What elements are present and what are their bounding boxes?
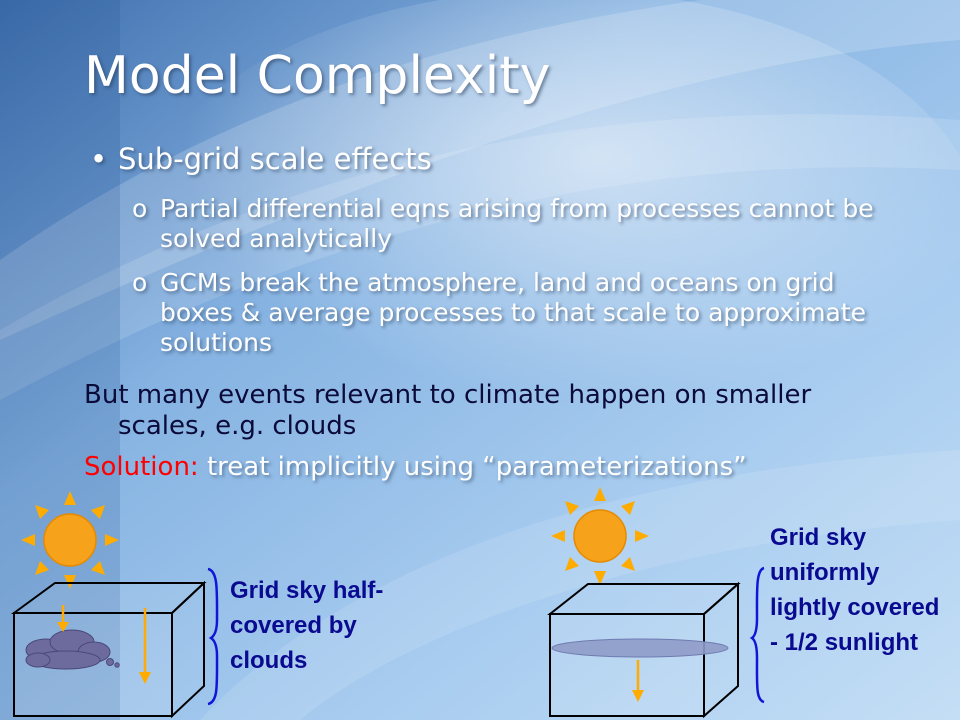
sub-bullet-pde: o Partial differential eqns arising from… bbox=[132, 194, 892, 254]
sunlight-arrow-icon bbox=[632, 660, 644, 702]
bracket-icon bbox=[749, 566, 765, 704]
sub-bullet-gcm: o GCMs break the atmosphere, land and oc… bbox=[132, 268, 892, 358]
bullet-text: Sub-grid scale effects bbox=[118, 142, 432, 176]
sub-bullet-marker: o bbox=[132, 194, 148, 223]
cloud-icon bbox=[551, 638, 729, 658]
sub-bullet-text: Partial differential eqns arising from p… bbox=[160, 194, 874, 253]
solution-line: Solution: treat implicitly using “parame… bbox=[84, 452, 884, 483]
caption-uniformly-covered: Grid sky uniformly lightly covered - 1/2… bbox=[770, 524, 940, 656]
sun-icon bbox=[551, 487, 649, 585]
sub-bullet-text: GCMs break the atmosphere, land and ocea… bbox=[160, 268, 867, 357]
sunlight-arrow-icon bbox=[57, 605, 151, 684]
cloud-icon bbox=[25, 629, 120, 670]
caption-half-covered: Grid sky half-covered by clouds bbox=[230, 577, 384, 674]
sun-icon bbox=[21, 491, 119, 589]
bullet-marker: • bbox=[90, 142, 108, 176]
solution-label: Solution: bbox=[84, 452, 199, 482]
sub-bullet-marker: o bbox=[132, 268, 148, 297]
paragraph-small-scales: But many events relevant to climate happ… bbox=[84, 380, 884, 442]
bracket-icon bbox=[207, 567, 219, 706]
slide-title: Model Complexity bbox=[84, 46, 551, 106]
paragraph-text: But many events relevant to climate happ… bbox=[84, 380, 812, 441]
grid-box-diagram bbox=[10, 487, 765, 719]
solution-text: treat implicitly using “parameterization… bbox=[198, 452, 747, 482]
bullet-sub-grid: • Sub-grid scale effects bbox=[90, 140, 432, 178]
